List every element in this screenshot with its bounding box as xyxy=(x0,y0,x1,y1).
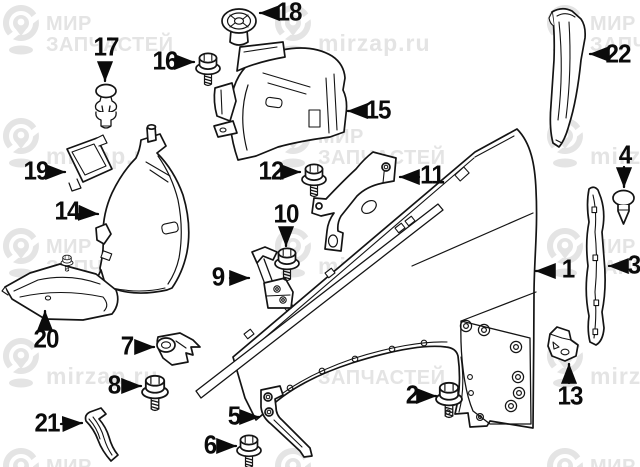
watermark-brand-line1: МИР xyxy=(46,236,92,258)
part-22-sealing-strip xyxy=(548,7,587,148)
part-17-expansion-rivet xyxy=(94,83,118,129)
part-3-support-strip xyxy=(585,186,606,346)
part-15-wheel-arch-liner-rear xyxy=(213,41,348,161)
mir-zapchastey-pin-logo-icon xyxy=(0,3,42,57)
part-5-lower-bracket xyxy=(260,385,313,458)
watermark-site-text: mirzap.ru xyxy=(318,30,431,56)
watermark-brand-line1: МИР xyxy=(46,13,92,35)
part-7-bracket xyxy=(156,332,201,366)
part-1-fender xyxy=(195,128,538,429)
part-11-stirrup-bracket xyxy=(311,151,397,252)
mir-zapchastey-pin-logo-icon xyxy=(0,116,42,170)
watermark-site-text: mirzap.ru xyxy=(590,363,640,389)
watermark-brand-line1: МИР xyxy=(590,13,636,35)
watermark-brand-line2: ЗАПЧАСТЕЙ xyxy=(46,34,174,56)
part-12-screw xyxy=(301,163,327,198)
watermark-brand-line2: ЗАПЧАСТЕЙ xyxy=(318,367,446,389)
part-8-screw xyxy=(141,374,169,412)
part-16-screw xyxy=(195,52,221,87)
part-10-screw xyxy=(274,247,300,282)
mir-zapchastey-pin-logo-icon xyxy=(544,446,586,467)
part-9-support-bracket xyxy=(251,246,294,309)
part-19-cover-panel xyxy=(66,134,113,192)
part-6-screw xyxy=(236,434,262,467)
callout-arrow-21 xyxy=(59,415,84,432)
mir-zapchastey-pin-logo-icon xyxy=(272,3,314,57)
mir-zapchastey-pin-logo-icon xyxy=(0,226,42,280)
part-21-bracket xyxy=(84,407,119,462)
part-4-push-rivet xyxy=(612,189,635,225)
part-13-clip-bracket xyxy=(547,326,579,362)
mir-zapchastey-pin-logo-icon xyxy=(0,446,42,467)
mir-zapchastey-pin-logo-icon xyxy=(544,226,586,280)
callout-arrow-14 xyxy=(77,204,100,221)
watermark-brand-line1: МИР xyxy=(590,456,636,467)
watermark-brand-line1: МИР xyxy=(46,456,92,467)
part-20-splash-shield xyxy=(1,254,119,321)
callout-arrows xyxy=(36,4,633,455)
mir-zapchastey-pin-logo-icon xyxy=(0,336,42,390)
part-18-grommet xyxy=(221,8,257,46)
watermark-site-text: mirzap.ru xyxy=(590,143,640,169)
part-14-wheel-arch-liner-front xyxy=(94,123,190,300)
